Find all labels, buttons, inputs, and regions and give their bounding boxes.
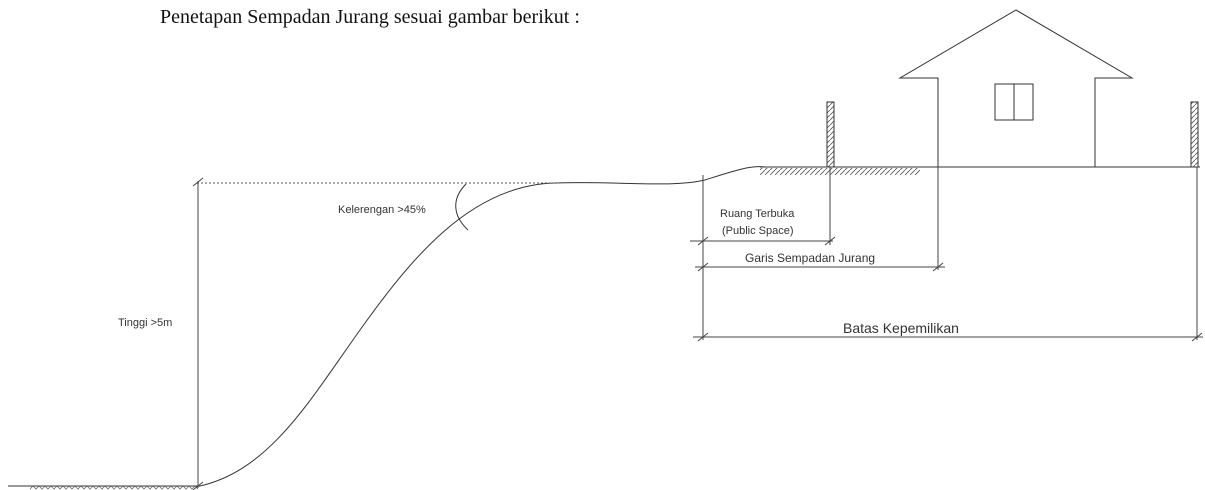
house-outline [898,9,1134,167]
fence-post-left [826,101,835,168]
ownership-dimension-line [693,332,1203,342]
ownership-label: Batas Kepemilikan [843,320,959,336]
slope-angle-arc [455,183,469,231]
ravine-slope-curve [199,166,766,487]
height-dimension-line [192,177,204,490]
setback-dimension-line [695,262,945,272]
slope-label: Kelerengan >45% [338,204,426,216]
open-space-label-line1: Ruang Terbuka [720,208,795,220]
diagram-heading: Penetapan Sempadan Jurang sesuai gambar … [160,6,580,28]
crosshatch-strip [760,168,920,175]
setback-label: Garis Sempadan Jurang [745,251,875,265]
open-space-dimension-line [690,236,836,246]
open-space-label-line2: (Public Space) [722,225,794,237]
height-label: Tinggi >5m [118,317,172,329]
fence-post-right [1190,101,1199,168]
valley-ground [8,485,200,490]
